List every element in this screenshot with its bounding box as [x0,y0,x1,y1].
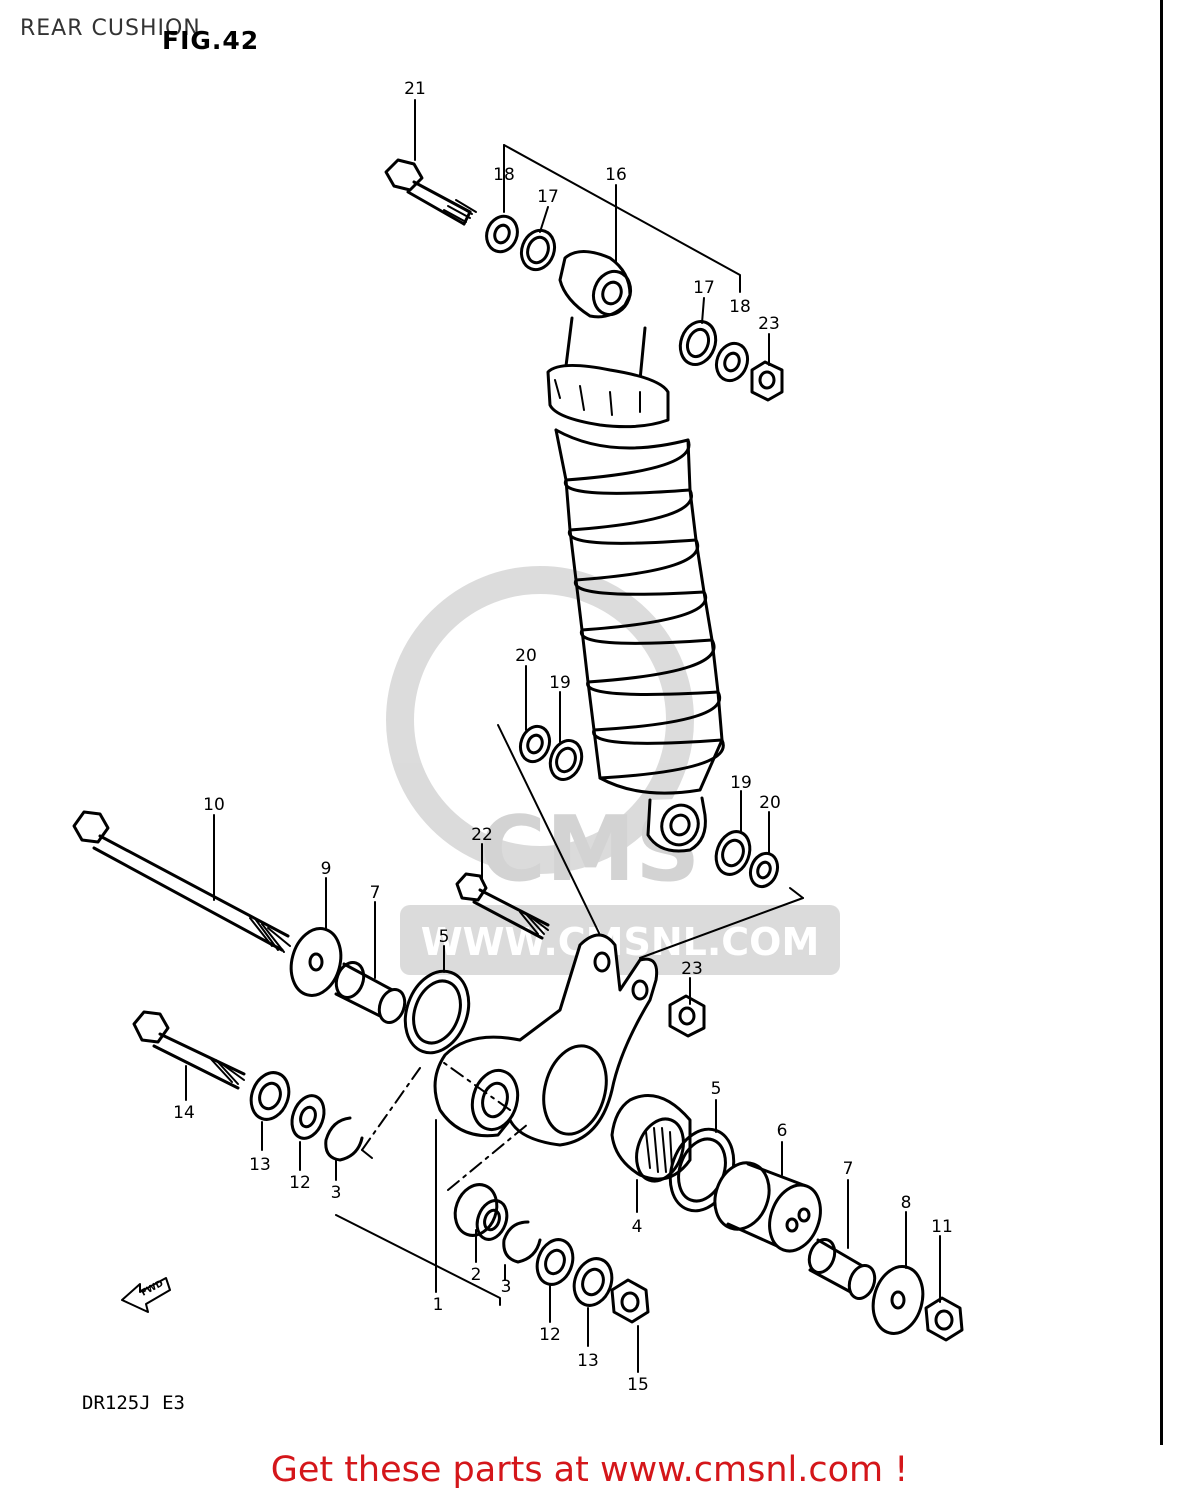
bushing-20-left [518,724,552,764]
callout-11: 11 [931,1217,953,1237]
callout-17-right: 17 [693,278,715,298]
callout-23-upper: 23 [758,314,780,334]
nut-23-lower [668,994,706,1038]
shock-top-eye-16 [558,250,633,319]
washer-9 [289,927,343,997]
callout-19-right: 19 [730,773,752,793]
callout-20-left: 20 [515,646,537,666]
bolt-21 [384,158,477,226]
washer-19-right [714,830,752,876]
cushion-lever-1 [433,933,659,1147]
bushing-2 [453,1183,509,1241]
bolt-22 [455,872,550,940]
callout-1: 1 [433,1295,444,1315]
washer-12-right [535,1238,575,1286]
needle-bearing-4 [610,1094,692,1183]
callout-3-left: 3 [331,1183,342,1203]
oil-seal-5-left [403,969,471,1055]
washer-19-left [548,739,584,781]
spacer-6 [713,1161,822,1262]
washer-13-right [572,1257,614,1307]
washer-13-left [249,1071,291,1121]
callout-4: 4 [632,1217,643,1237]
washer-8 [871,1265,925,1335]
circlip-3-right [502,1220,542,1264]
circlip-3-left [324,1116,364,1162]
callout-13-left: 13 [249,1155,271,1175]
callout-7-left: 7 [370,883,381,903]
cta-link[interactable]: Get these parts at www.cmsnl.com ! [270,1450,909,1490]
bushing-18-upper [485,214,519,254]
callout-19-left: 19 [549,673,571,693]
callout-5-right: 5 [711,1079,722,1099]
callout-22: 22 [471,825,493,845]
page-title: REAR CUSHION [20,16,201,41]
callout-3-right: 3 [501,1277,512,1297]
callout-15: 15 [627,1375,649,1395]
washer-17-upper [519,228,557,272]
callout-18-right: 18 [729,297,751,317]
callout-21: 21 [404,79,426,99]
callout-6: 6 [777,1121,788,1141]
rear-shock-absorber [546,316,725,853]
nut-23-upper [750,360,784,402]
callout-7-right: 7 [843,1159,854,1179]
callout-5-left: 5 [439,927,450,947]
callout-leader-lines [185,99,941,1373]
callout-12-left: 12 [289,1173,311,1193]
bolt-14 [132,1010,246,1090]
callout-12-right: 12 [539,1325,561,1345]
callout-20-right: 20 [759,793,781,813]
model-code: DR125J E3 [82,1392,185,1414]
callout-18-left: 18 [493,165,515,185]
callout-2: 2 [471,1265,482,1285]
callout-13-right: 13 [577,1351,599,1371]
callout-8: 8 [901,1193,912,1213]
spacer-7-right [807,1238,877,1300]
washer-12-left [290,1094,326,1140]
watermark-logo: CMS WWW.CMSNL.COM [386,566,840,975]
washer-17-right [678,320,718,366]
bushing-18-right [714,341,750,383]
callout-16: 16 [605,165,627,185]
fwd-direction-arrow [121,1277,171,1313]
bushing-20-right [748,851,780,889]
callout-23-lower: 23 [681,959,703,979]
callout-17-left: 17 [537,187,559,207]
spacer-7-left [334,961,407,1024]
callout-9: 9 [321,859,332,879]
watermark-url: WWW.CMSNL.COM [421,920,820,964]
callout-numbers: 1 2 3 3 4 5 5 6 7 7 8 9 10 11 12 12 13 1… [173,79,953,1395]
bolt-10 [72,810,291,953]
callout-10: 10 [203,795,225,815]
nut-15 [610,1278,650,1324]
nut-11 [924,1296,964,1342]
callout-14: 14 [173,1103,195,1123]
right-border-line [1160,0,1163,1445]
figure-label: FIG.42 [162,26,260,55]
